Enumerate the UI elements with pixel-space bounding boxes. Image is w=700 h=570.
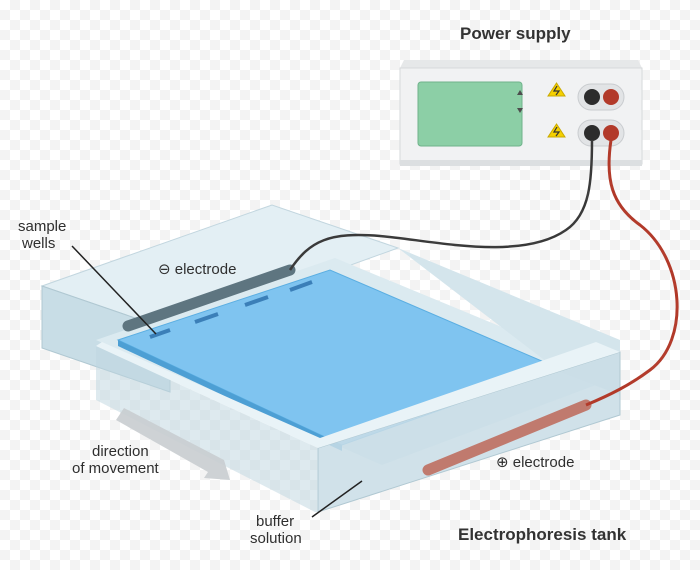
buffer-solution-label-line1: buffer [256,513,295,530]
sample-wells-pointer [71,245,157,335]
direction-label-line2: of movement [72,460,159,477]
negative-terminal-top[interactable] [584,89,600,105]
positive-wire [585,139,679,407]
sample-well [194,312,219,324]
sample-wells-label-line1: sample [18,218,67,235]
direction-label-line1: direction [92,443,149,460]
sample-wells-label-line2: wells [22,235,56,252]
tank-front-rim [96,342,620,448]
sample-well [289,280,313,292]
power-supply-base [400,160,642,166]
direction-arrow [116,408,230,480]
power-supply-label: Power supply [460,24,571,43]
tank-front-left-wall [96,346,318,512]
sample-well [244,295,269,307]
negative-electrode [122,264,296,332]
electrophoresis-tank-label: Electrophoresis tank [458,525,627,544]
up-arrow-icon[interactable] [517,90,523,95]
positive-terminal-bottom[interactable] [603,125,619,141]
down-arrow-icon[interactable] [517,108,523,113]
high-voltage-warning-icon [547,123,566,138]
positive-terminal-top[interactable] [603,89,619,105]
negative-electrode-label: ⊖ electrode [158,261,237,278]
buffer-solution-label-line2: solution [250,530,302,547]
buffer-solution-pointer [311,480,363,518]
power-supply [399,60,643,166]
power-supply-top [400,60,642,68]
sample-well [149,328,171,339]
positive-electrode-label: ⊕ electrode [496,454,575,471]
negative-wire [288,139,594,271]
positive-electrode [422,399,592,476]
high-voltage-warning-icon [547,82,566,97]
display-screen [417,81,523,147]
negative-terminal-bottom[interactable] [584,125,600,141]
